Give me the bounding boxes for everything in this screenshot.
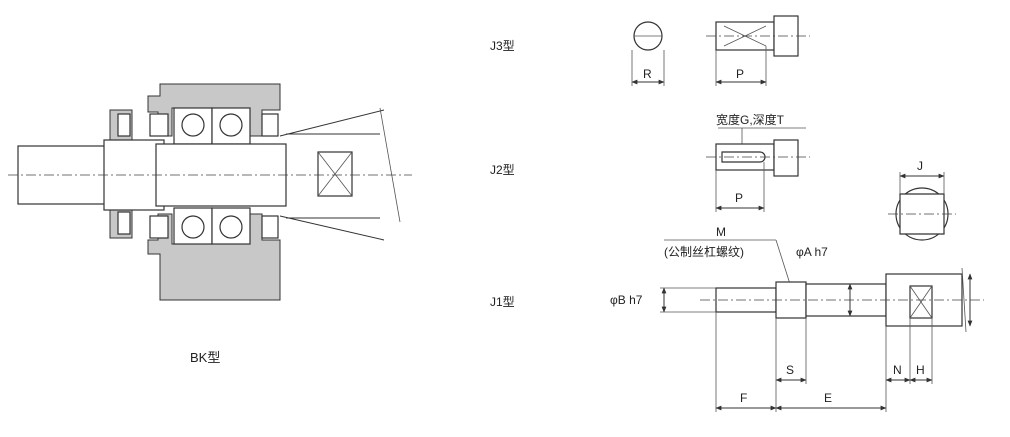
j1-type: J1型 M (公制丝杠螺纹) φA h7 φB h7 φd S F bbox=[490, 225, 984, 412]
j1-thread-note: (公制丝杠螺纹) bbox=[664, 244, 744, 259]
j3-title: J3型 bbox=[490, 39, 515, 53]
j1-label-n: N bbox=[893, 363, 902, 377]
j1-dia-b: φB h7 bbox=[610, 293, 643, 307]
j3-label-r: R bbox=[643, 67, 652, 81]
j1-thread-m: M bbox=[716, 225, 726, 239]
j1-label-f: F bbox=[740, 391, 747, 405]
j1-label-s: S bbox=[786, 363, 794, 377]
bk-bearing-top bbox=[173, 107, 251, 145]
j3-label-p: P bbox=[736, 67, 744, 81]
j2-label-j: J bbox=[917, 159, 923, 173]
j1-title: J1型 bbox=[490, 295, 515, 309]
j1-label-e: E bbox=[824, 391, 832, 405]
j1-label-h: H bbox=[916, 363, 925, 377]
j2-title: J2型 bbox=[490, 163, 515, 177]
bk-title: BK型 bbox=[190, 350, 220, 365]
bk-housing-top bbox=[147, 83, 281, 137]
j2-keyway-note: 宽度G,深度T bbox=[716, 112, 785, 127]
bk-bearing-bottom bbox=[173, 207, 251, 245]
j2-label-p: P bbox=[735, 191, 743, 205]
j1-dia-a: φA h7 bbox=[796, 245, 828, 259]
j3-type: J3型 R P bbox=[490, 15, 810, 86]
bk-housing-bottom bbox=[147, 213, 281, 301]
bk-support-unit: BK型 bbox=[8, 83, 412, 365]
j2-type: J2型 宽度G,深度T P J bbox=[490, 112, 956, 241]
